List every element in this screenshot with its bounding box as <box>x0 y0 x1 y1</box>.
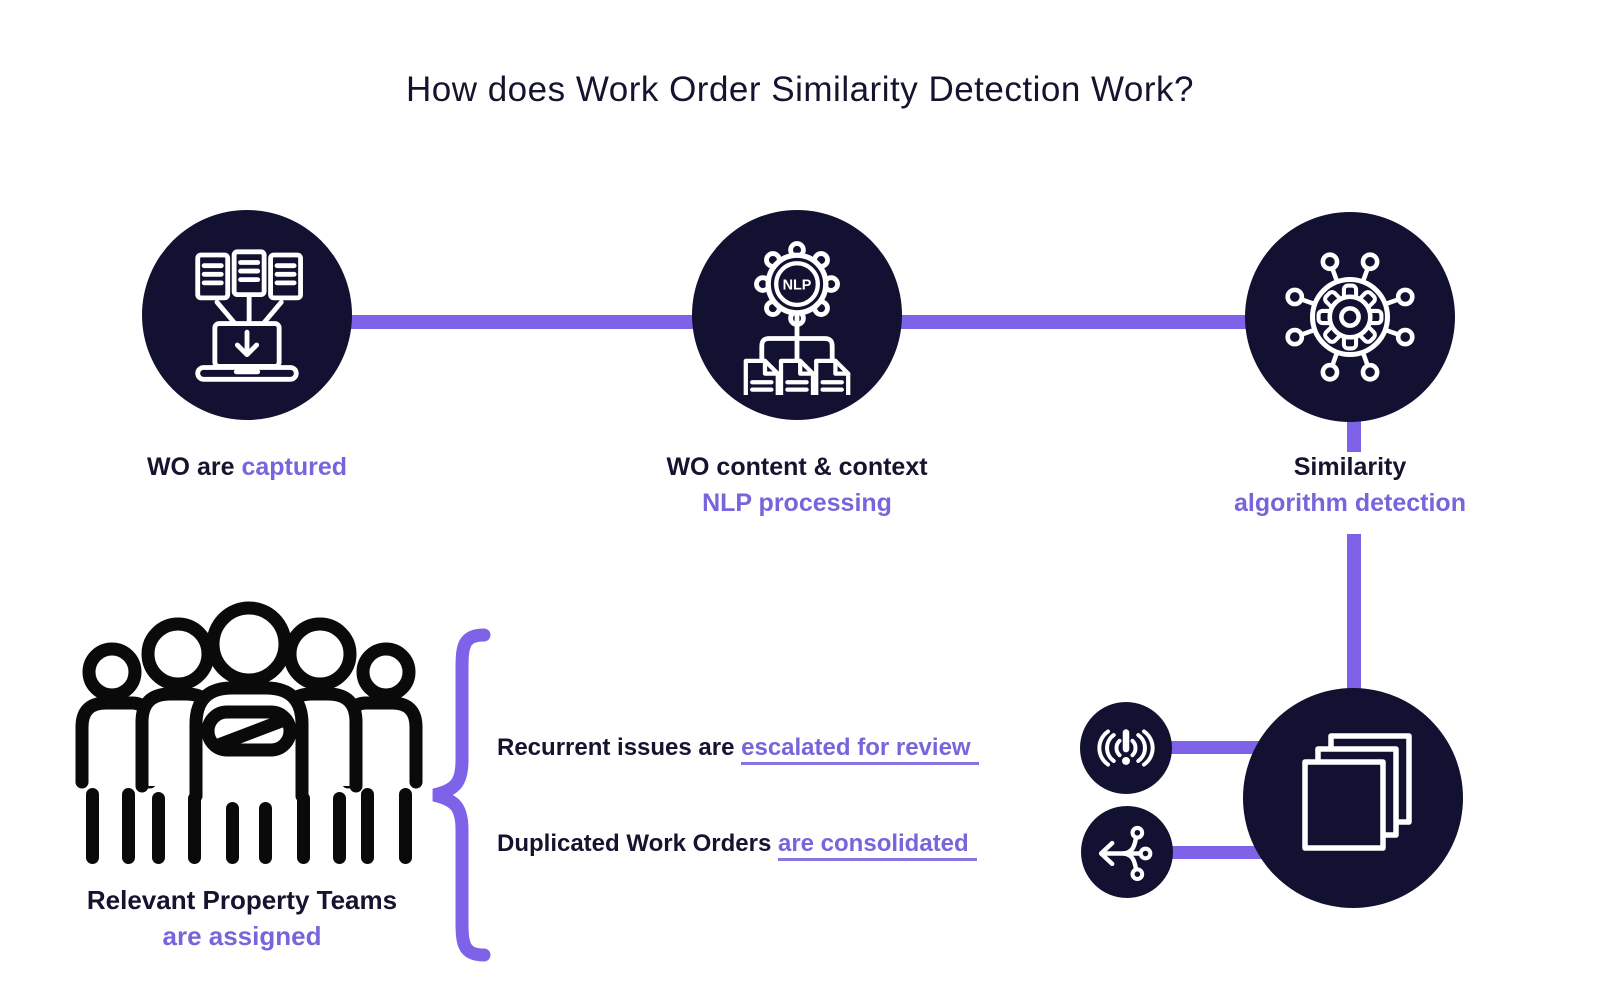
escalated-for-review-link[interactable]: escalated for review <box>741 734 979 765</box>
step1-label: WO are captured <box>97 452 397 482</box>
step1-label-purple: captured <box>241 453 348 481</box>
step3-label-purple: algorithm detection <box>1234 489 1466 517</box>
step2-circle: NLP <box>692 210 902 420</box>
merge-circle <box>1081 806 1173 898</box>
are-consolidated-link[interactable]: are consolidated <box>777 830 977 861</box>
team-label-purple: are assigned <box>162 921 322 951</box>
team-label-dark: Relevant Property Teams <box>86 885 398 915</box>
nlp-badge-text: NLP <box>783 277 812 293</box>
outcome-recurrent: Recurrent issues are escalated for revie… <box>497 734 979 765</box>
page-title: How does Work Order Similarity Detection… <box>405 70 1195 109</box>
step3-label-dark: Similarity <box>1293 453 1407 481</box>
connector-step3-result <box>1347 534 1361 698</box>
step3-label: Similarity algorithm detection <box>1175 452 1525 518</box>
result-circle <box>1243 688 1463 908</box>
outcome-duplicated: Duplicated Work Orders are consolidated <box>497 830 977 861</box>
people-group-icon <box>74 600 424 870</box>
step1-circle <box>142 210 352 420</box>
connector-step2-step3 <box>797 315 1350 329</box>
connector-step3-down-upper <box>1347 412 1361 452</box>
curly-brace <box>420 628 502 962</box>
step2-label: WO content & context NLP processing <box>622 452 972 518</box>
nlp-gear-documents-icon: NLP <box>743 241 851 395</box>
step3-circle <box>1245 212 1455 422</box>
connector-step1-step2 <box>247 315 797 329</box>
step2-label-dark: WO content & context <box>666 453 928 481</box>
stacked-pages-icon <box>1302 733 1412 851</box>
alert-circle <box>1080 702 1172 794</box>
outcome-recurrent-text: Recurrent issues are <box>497 734 742 761</box>
alert-broadcast-icon <box>1097 729 1155 767</box>
step2-label-purple: NLP processing <box>702 489 892 517</box>
gear-network-icon <box>1285 252 1415 382</box>
merge-branches-icon <box>1098 825 1153 882</box>
team-label: Relevant Property Teams are assigned <box>42 882 442 954</box>
documents-to-laptop-icon <box>195 249 303 382</box>
outcome-duplicated-text: Duplicated Work Orders <box>497 830 778 857</box>
step1-label-dark: WO are <box>146 453 242 481</box>
